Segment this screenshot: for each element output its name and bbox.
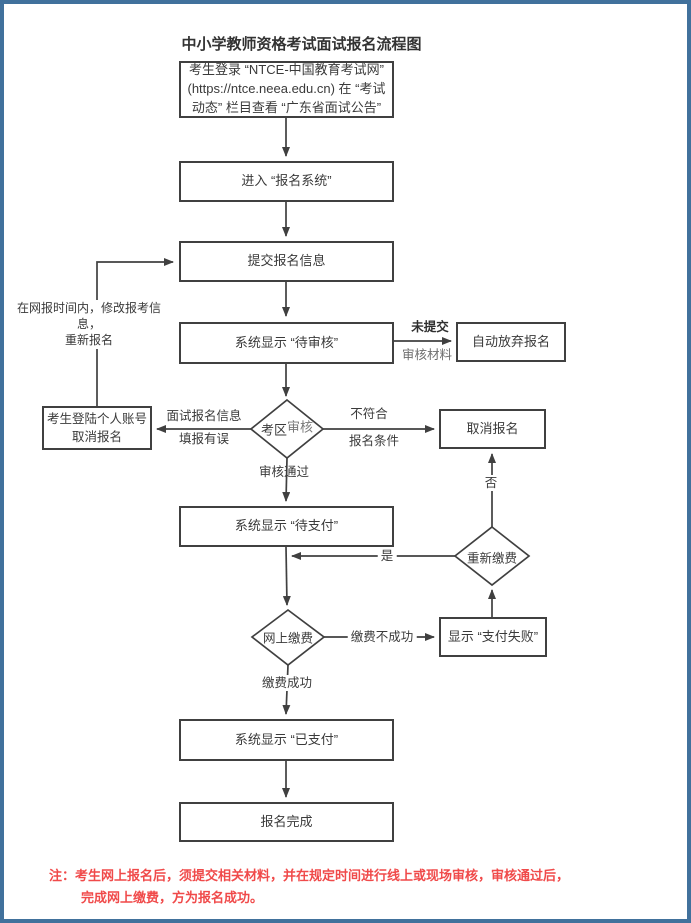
decision-repay-diamond <box>453 525 531 587</box>
node-auto-abandon: 自动放弃报名 <box>456 322 566 362</box>
edge-label-not-qualified-1: 不符合 <box>350 407 388 421</box>
node-cancel-account: 考生登陆个人账号 取消报名 <box>42 406 152 450</box>
page-title: 中小学教师资格考试面试报名流程图 <box>181 36 422 53</box>
node-review-label: 考区审核 <box>261 420 313 439</box>
decision-review-diamond <box>249 398 325 460</box>
node-review-label-part1: 考区 <box>260 422 287 438</box>
edge-label-approved: 审核通过 <box>258 465 310 479</box>
footer-note: 注：考生网上报名后，须提交相关材料，并在规定时间进行线上或现场审核，审核通过后，… <box>49 865 664 909</box>
edge-label-not-qualified-2: 报名条件 <box>348 434 400 448</box>
node-pending-pay: 系统显示 “待支付” <box>179 506 394 547</box>
node-login: 考生登录 “NTCE-中国教育考试网” (https://ntce.neea.e… <box>179 61 394 118</box>
edge-label-not-submitted: 未提交 <box>411 320 449 334</box>
edge-label-wrong-info-1: 面试报名信息 <box>166 409 242 423</box>
node-online-pay-label: 网上缴费 <box>262 631 314 646</box>
decision-online-pay-diamond <box>250 608 326 667</box>
edge-label-modify-loop: 在网报时间内，修改报考信息， 重新报名 <box>10 300 168 349</box>
edge-label-review-materials: 审核材料 <box>401 348 453 362</box>
node-done: 报名完成 <box>179 802 394 842</box>
edge-label-no: 否 <box>481 475 501 492</box>
footer-note-line1: 注：考生网上报名后，须提交相关材料，并在规定时间进行线上或现场审核，审核通过后， <box>49 868 570 883</box>
edge-label-pay-fail: 缴费不成功 <box>347 629 417 646</box>
edge-label-pay-ok: 缴费成功 <box>258 675 316 692</box>
edge-label-yes: 是 <box>377 548 397 565</box>
edge-label-wrong-info-2: 填报有误 <box>178 432 230 446</box>
node-pending-review: 系统显示 “待审核” <box>179 322 394 364</box>
footer-note-line2: 完成网上缴费，方为报名成功。 <box>81 890 264 905</box>
node-enter-system: 进入 “报名系统” <box>179 161 394 202</box>
node-repay-label: 重新缴费 <box>466 551 518 566</box>
node-cancel: 取消报名 <box>439 409 546 449</box>
node-paid: 系统显示 “已支付” <box>179 719 394 761</box>
connector-lines <box>96 117 531 798</box>
node-submit-info: 提交报名信息 <box>179 241 394 282</box>
node-pay-failed: 显示 “支付失败” <box>439 617 547 657</box>
node-review-label-part2: 审核 <box>287 419 314 435</box>
